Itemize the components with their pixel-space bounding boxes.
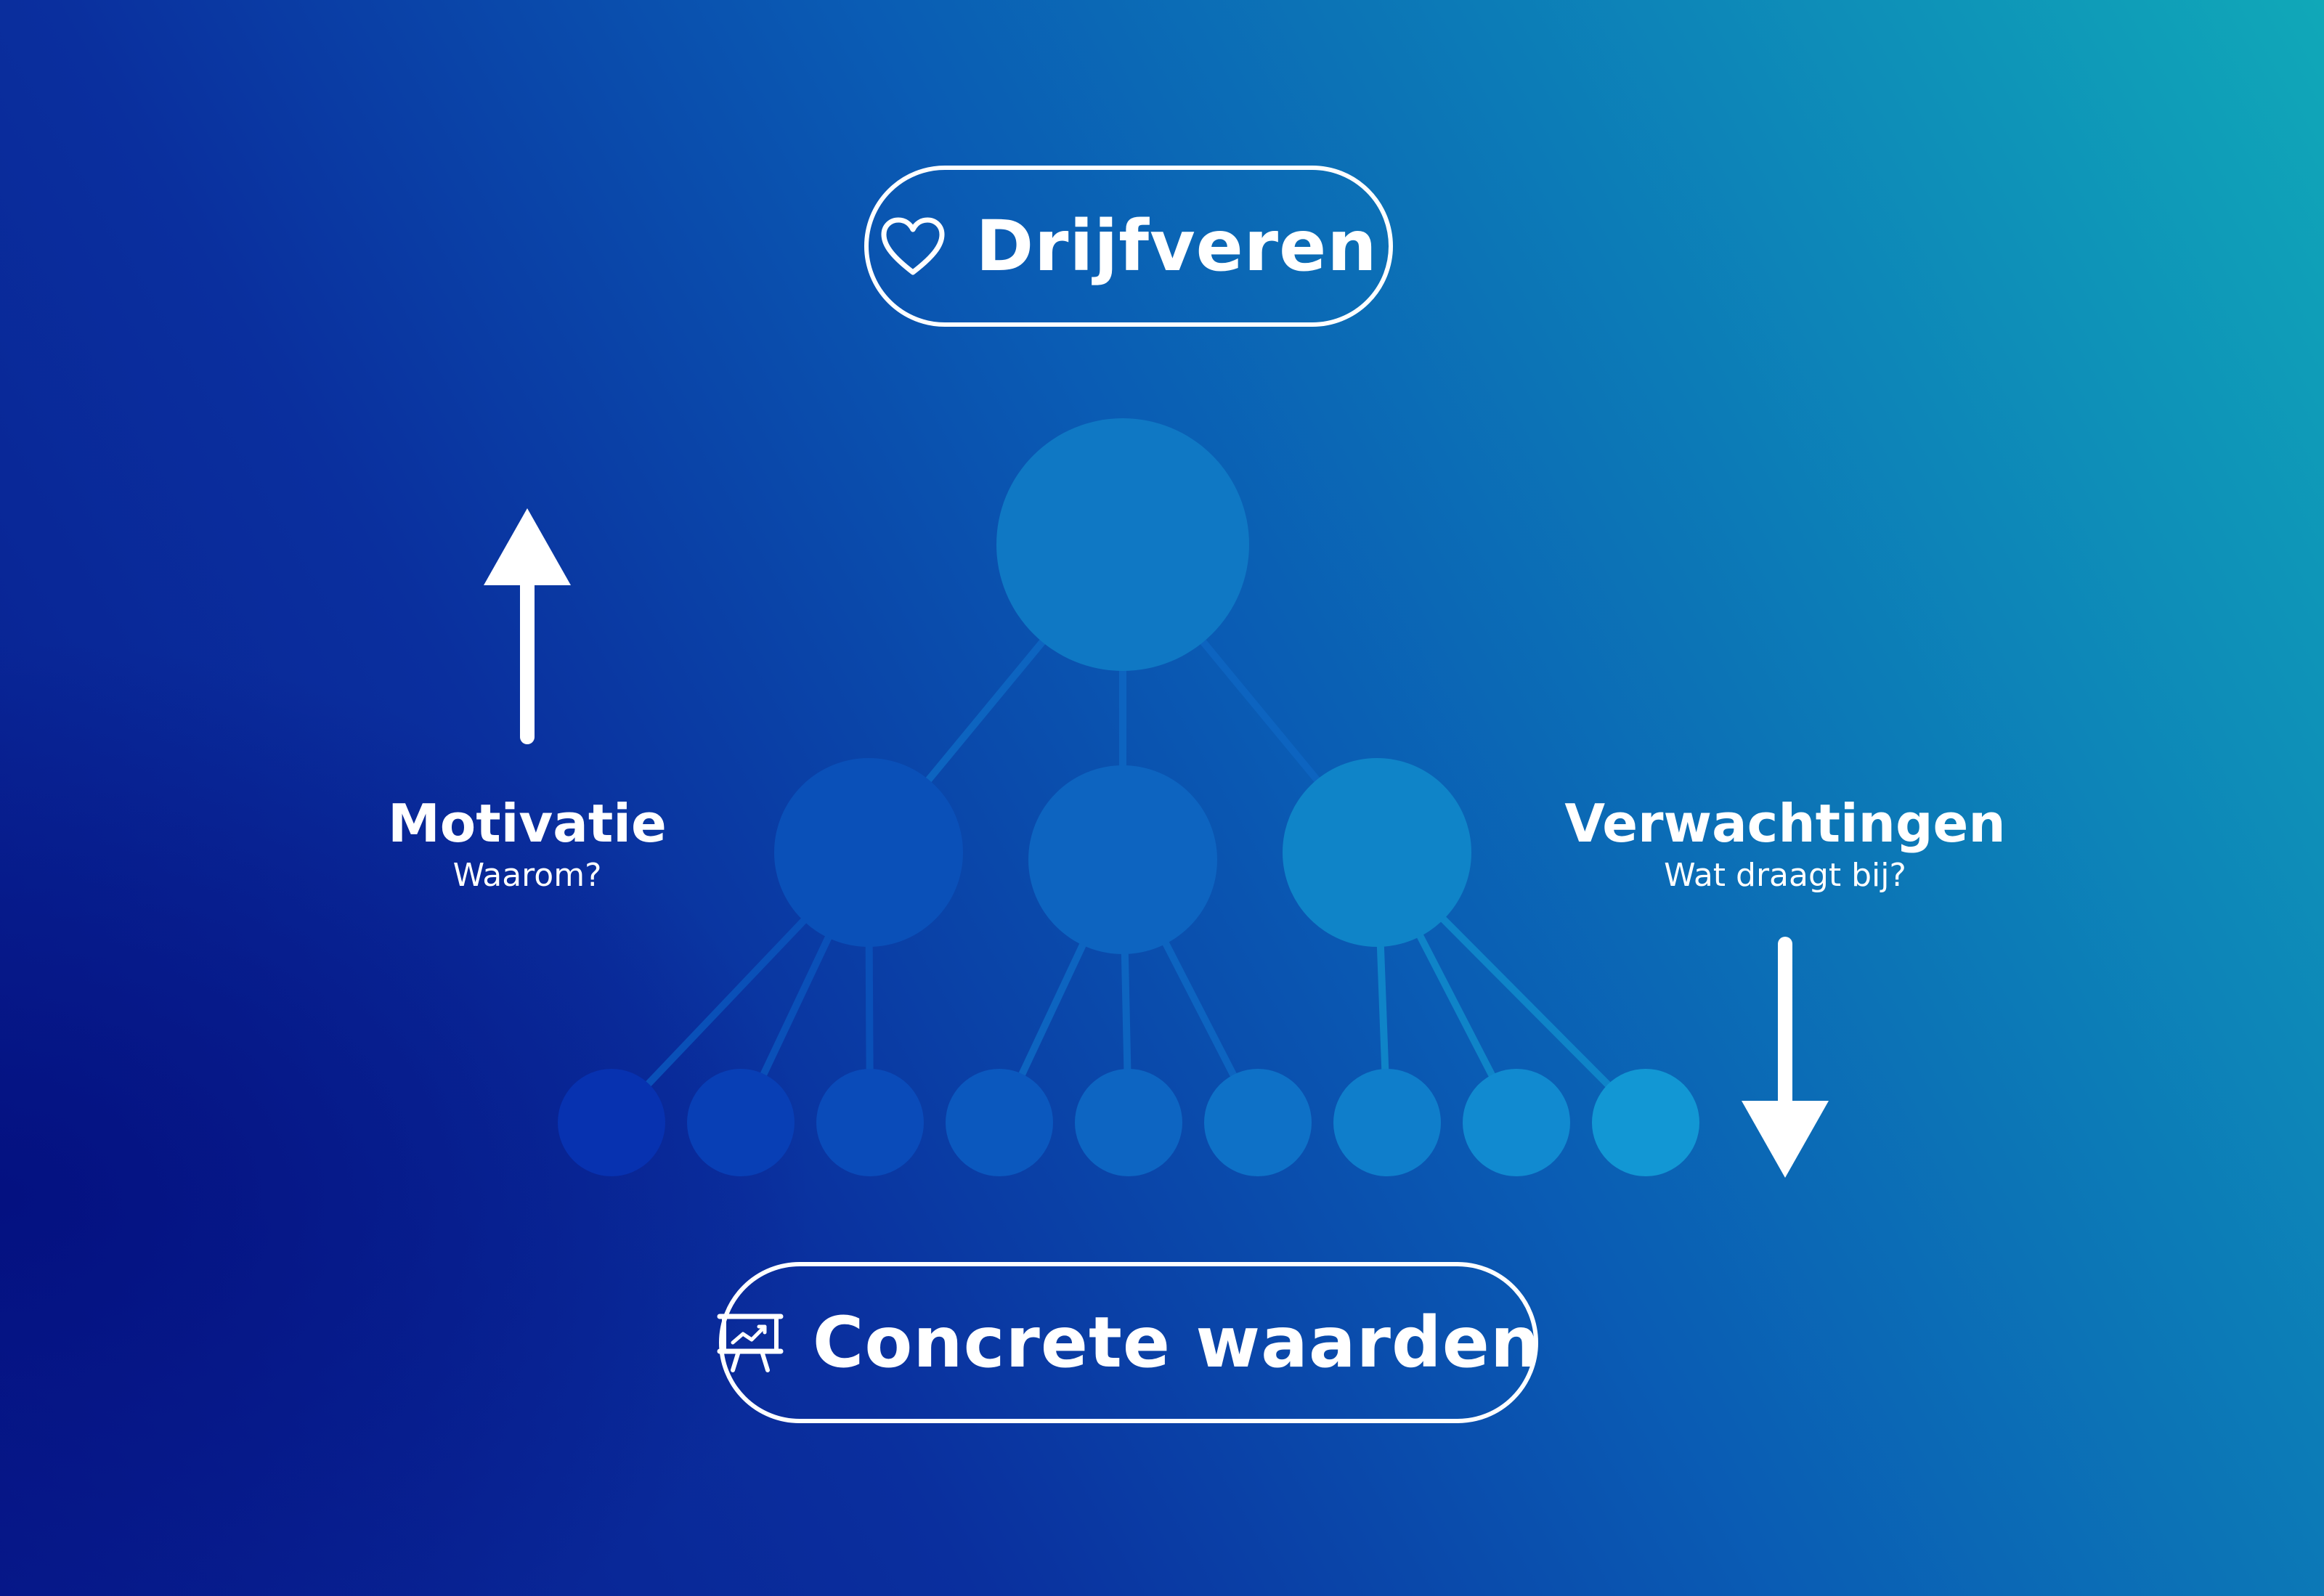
arrow-down-icon <box>1742 937 1829 1178</box>
tree-node-leaf-5 <box>1075 1069 1182 1176</box>
tree-node-leaf-6 <box>1204 1069 1312 1176</box>
tree-node-root <box>996 418 1249 671</box>
tree-node-level2-3 <box>1283 758 1471 947</box>
tree-node-leaf-9 <box>1592 1069 1699 1176</box>
tree-node-leaf-8 <box>1463 1069 1570 1176</box>
tree-node-leaf-1 <box>558 1069 665 1176</box>
tree-node-level2-1 <box>774 758 963 947</box>
motivatie-subtitle: Waarom? <box>452 857 602 894</box>
verwachtingen-title: Verwachtingen <box>1564 793 2006 854</box>
verwachtingen-label: Verwachtingen Wat draagt bij? <box>1531 793 2039 896</box>
concrete-waarden-pill: Concrete waarden <box>717 1262 1541 1423</box>
motivatie-label: Motivatie Waarom? <box>273 793 781 896</box>
tree-node-leaf-3 <box>816 1069 924 1176</box>
pill-label-top: Drijfveren <box>975 205 1378 287</box>
tree-node-leaf-4 <box>946 1069 1053 1176</box>
drijfveren-pill: Drijfveren <box>864 166 1393 327</box>
presentation-chart-icon <box>717 1312 784 1373</box>
tree-node-level2-2 <box>1028 765 1217 954</box>
tree-node-leaf-2 <box>687 1069 795 1176</box>
pill-label-bottom: Concrete waarden <box>812 1302 1541 1383</box>
tree-node-leaf-7 <box>1333 1069 1441 1176</box>
verwachtingen-subtitle: Wat draagt bij? <box>1664 857 1906 894</box>
arrow-up-icon <box>484 508 571 744</box>
tree-nodes <box>558 418 1699 1176</box>
motivatie-title: Motivatie <box>388 793 667 854</box>
heart-icon <box>879 216 946 277</box>
